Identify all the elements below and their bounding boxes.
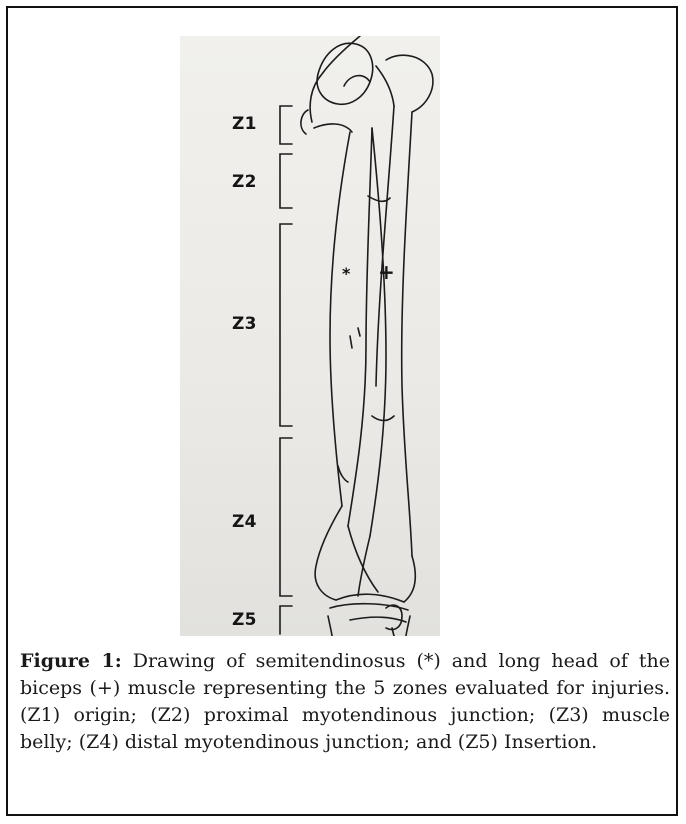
zone-label-z4: Z4 [232,512,257,532]
semitendinosus-marker: * [342,264,350,283]
zone-bracket-z5 [280,606,292,634]
zone-label-z5: Z5 [232,610,257,630]
zone-label-z2: Z2 [232,172,257,192]
muscle-illustration [180,36,440,636]
zone-bracket-z3 [280,224,292,426]
zone-label-z1: Z1 [232,114,257,134]
figure-caption: Figure 1: Drawing of semitendinosus (*) … [20,648,670,756]
zone-bracket-z4 [280,438,292,596]
figure-frame: Z1 Z2 Z3 Z4 Z5 * + Figure 1: Drawing of … [6,6,678,816]
muscle-drawing: Z1 Z2 Z3 Z4 Z5 * + [180,36,440,636]
zone-bracket-z2 [280,154,292,208]
zone-label-z3: Z3 [232,314,257,334]
biceps-marker: + [378,260,395,284]
caption-label: Figure 1: [20,650,122,672]
zone-bracket-z1 [280,106,292,144]
